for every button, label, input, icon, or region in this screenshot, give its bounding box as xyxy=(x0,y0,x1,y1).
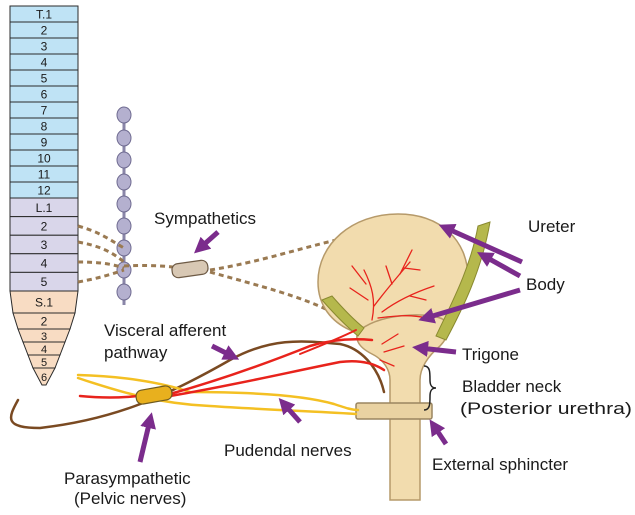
spinal-segment-label: 2 xyxy=(41,219,48,233)
chain-ganglion xyxy=(117,218,131,234)
spinal-segment-label: 4 xyxy=(41,257,48,271)
external-sphincter-arrow xyxy=(434,426,446,444)
chain-ganglion xyxy=(117,284,131,300)
label-parasympathetic: Parasympathetic xyxy=(64,469,191,488)
sympathetics-arrow xyxy=(200,232,218,248)
spinal-segment-label: 5 xyxy=(41,72,48,86)
label-sympathetics: Sympathetics xyxy=(154,209,256,228)
label-trigone: Trigone xyxy=(462,345,519,364)
spinal-segment-label: 9 xyxy=(41,136,48,150)
spinal-segment-label: 4 xyxy=(41,56,48,70)
spinal-segment-label: 3 xyxy=(41,238,48,252)
spinal-segment-label: 5 xyxy=(41,357,47,369)
chain-ganglion xyxy=(117,107,131,123)
spinal-segment-label: 7 xyxy=(41,104,48,118)
nerve-pathways xyxy=(11,330,384,428)
chain-ganglion xyxy=(117,152,131,168)
label-external-sphincter: External sphincter xyxy=(432,455,568,474)
label-ureter: Ureter xyxy=(528,217,576,236)
chain-ganglion xyxy=(117,130,131,146)
label-posterior-urethra: (Posterior urethra) xyxy=(460,399,632,418)
label-body: Body xyxy=(526,275,565,294)
spinal-segment-label: L.1 xyxy=(36,201,53,215)
spinal-segment-label: T.1 xyxy=(36,8,52,22)
spinal-segment-label: 3 xyxy=(41,331,47,343)
external-sphincter-band xyxy=(356,403,432,419)
spinal-segment-label: 11 xyxy=(38,168,51,182)
sympathetic-ganglion xyxy=(171,260,209,279)
spinal-segment-label: 5 xyxy=(41,275,48,289)
label-pudendal-nerves: Pudendal nerves xyxy=(224,441,352,460)
spinal-segment-label: 8 xyxy=(41,120,48,134)
spinal-segment-label: 4 xyxy=(41,344,47,356)
spinal-segment-label: 12 xyxy=(37,184,51,198)
chain-ganglion xyxy=(117,196,131,212)
pudendal-arrow xyxy=(284,404,300,422)
visceral-afferent-arrow xyxy=(212,346,232,356)
spinal-segment-label: 2 xyxy=(41,24,48,38)
sympathetic-chain xyxy=(117,107,131,305)
spinal-segment-label: 3 xyxy=(41,40,48,54)
spinal-segment-label: 6 xyxy=(41,372,47,384)
label-bladder-neck: Bladder neck xyxy=(462,377,562,396)
chain-ganglion xyxy=(117,174,131,190)
spinal-segment-label: 6 xyxy=(41,88,48,102)
spinal-segment-label: S.1 xyxy=(35,296,53,310)
spinal-segment-label: 10 xyxy=(37,152,51,166)
spinal-segment-label: 2 xyxy=(41,315,48,329)
label-pelvic-nerves: (Pelvic nerves) xyxy=(74,489,186,508)
chain-ganglion xyxy=(117,240,131,256)
label-visceral-afferent-pathway: pathway xyxy=(104,343,168,362)
label-visceral-afferent: Visceral afferent xyxy=(104,321,226,340)
parasympathetic-arrow xyxy=(140,420,150,462)
